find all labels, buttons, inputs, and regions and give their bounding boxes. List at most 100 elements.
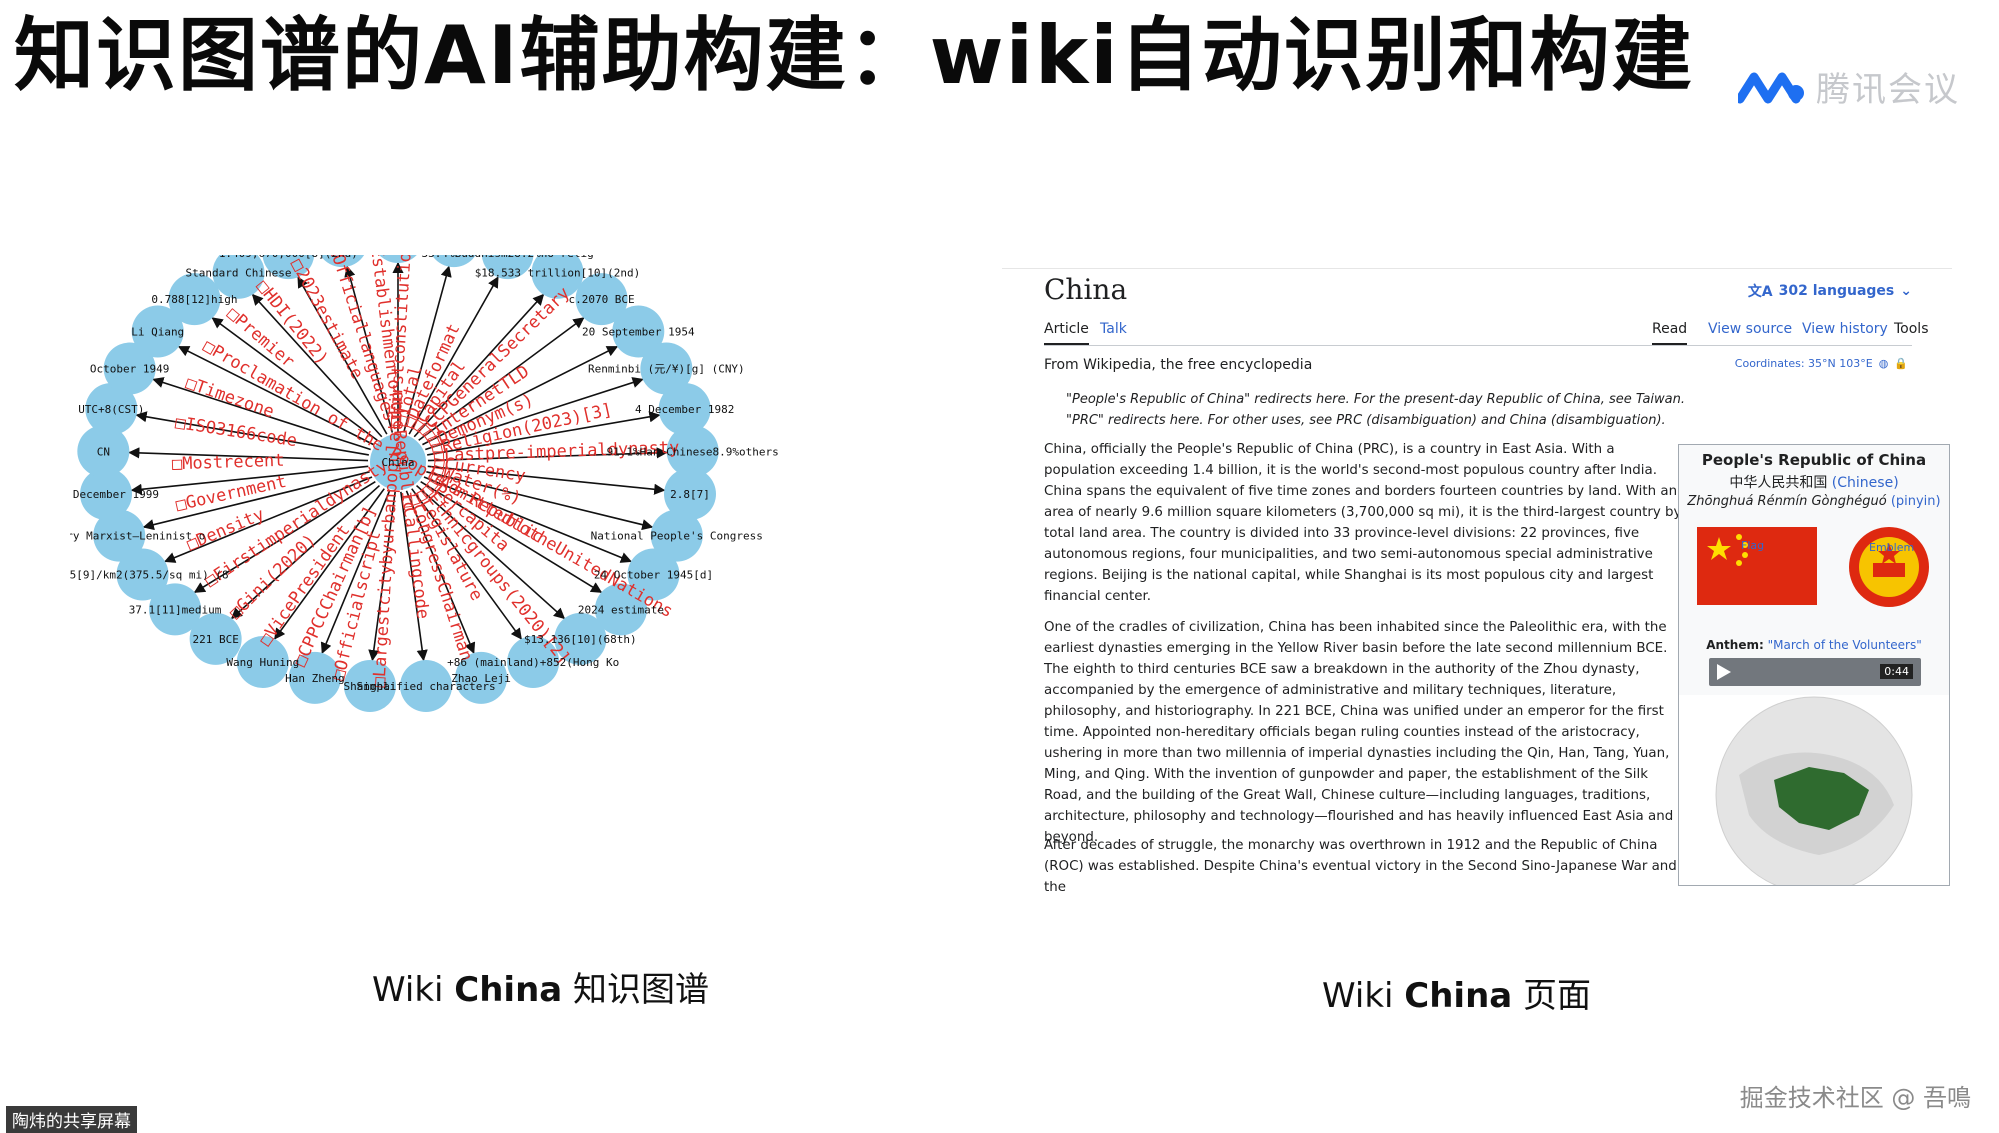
wiki-tagline: From Wikipedia, the free encyclopedia — [1044, 357, 1313, 373]
graph-edge — [423, 476, 632, 563]
tab-read[interactable]: Read — [1652, 321, 1688, 345]
audio-duration: 0:44 — [1880, 664, 1913, 679]
play-icon[interactable] — [1717, 664, 1731, 680]
intro-paragraph: China, officially the People's Republic … — [1044, 442, 1682, 604]
graph-node — [288, 651, 341, 704]
graph-node-label: National People's Congress — [591, 530, 763, 543]
tab-talk[interactable]: Talk — [1100, 321, 1127, 337]
graph-node-label: c.2070 BCE — [568, 293, 634, 306]
translate-icon: 文A — [1747, 284, 1773, 300]
audio-player[interactable]: 0:44 — [1709, 658, 1921, 686]
caption-bold: China — [454, 970, 563, 1010]
slide-title: 知识图谱的AI辅助构建：wiki自动识别和构建 — [14, 9, 1694, 102]
graph-node-label: October 1949 — [90, 363, 169, 376]
graph-node — [640, 342, 693, 395]
wiki-header: China 文A 302 languages ⌄ — [1044, 273, 1952, 313]
tab-tools[interactable]: Tools — [1894, 321, 1929, 337]
graph-edge — [422, 345, 619, 446]
graph-node-label: 33.4%Buddhism28.2%no relig — [422, 255, 594, 260]
graph-node — [189, 612, 242, 665]
wiki-title: China — [1044, 273, 1128, 306]
graph-node-label: Standard Chinese — [186, 267, 292, 280]
graph-edge — [408, 276, 499, 435]
graph-edge — [128, 447, 369, 462]
graph-node — [455, 651, 508, 704]
anthem-label: Anthem: — [1706, 638, 1764, 652]
graph-edge — [413, 293, 545, 438]
graph-node — [554, 612, 607, 665]
graph-edge — [230, 484, 380, 620]
graph-node-label: 0.788[12]high — [151, 293, 237, 306]
graph-node — [666, 425, 719, 478]
tab-article[interactable]: Article — [1044, 321, 1089, 345]
graph-node-label: Zhao Leji — [451, 672, 511, 685]
graph-node — [168, 273, 221, 326]
language-count: 302 languages — [1778, 283, 1895, 299]
graph-node — [627, 548, 680, 601]
pinyin-link[interactable]: (pinyin) — [1890, 494, 1941, 509]
coordinates-text: Coordinates: 35°N 103°E — [1734, 357, 1873, 370]
graph-node-label: 24 October 1945[d] — [594, 569, 713, 582]
graph-node-label: $18.533 trillion[10](2nd) — [475, 267, 641, 280]
graph-edge — [405, 490, 476, 654]
graph-node — [481, 255, 534, 280]
graph-edge — [427, 447, 668, 462]
graph-node — [431, 255, 476, 268]
graph-node-label: Han Zheng — [285, 672, 345, 685]
graph-node-label: Unitary Marxist–Leninist o — [70, 530, 205, 543]
tab-view-source[interactable]: View source — [1708, 321, 1793, 337]
anthem-link[interactable]: "March of the Volunteers" — [1767, 638, 1922, 652]
graph-edge — [130, 465, 369, 495]
graph-node-label: 221 BCE — [192, 633, 238, 646]
coordinates[interactable]: Coordinates: 35°N 103°E ◍ 🔒 — [1735, 357, 1908, 370]
graph-node — [343, 659, 396, 712]
flag-caption[interactable]: Flag — [1741, 539, 1765, 552]
graph-node — [77, 425, 130, 478]
location-map[interactable] — [1679, 695, 1949, 885]
watermark: 掘金技术社区 @ 吾鳴 — [1739, 1084, 1971, 1112]
graph-node-label: UTC+8(CST) — [78, 403, 144, 416]
graph-node — [320, 255, 365, 268]
tencent-meeting-icon — [1738, 72, 1804, 103]
emblem-image[interactable] — [1849, 527, 1929, 607]
graph-edge — [402, 265, 452, 433]
language-button[interactable]: 文A 302 languages ⌄ — [1748, 281, 1912, 301]
graph-edge-label: □Government — [174, 472, 288, 516]
flag-image[interactable] — [1697, 527, 1817, 605]
graph-node — [80, 468, 133, 521]
emblem-caption[interactable]: Emblem — [1869, 541, 1915, 554]
graph-node-label: Wang Huning — [226, 656, 299, 669]
graph-node — [85, 382, 138, 435]
graph-edge — [193, 480, 376, 593]
wiki-tabs: Article Talk Read View source View histo… — [1044, 315, 1929, 346]
graph-edge — [320, 490, 391, 654]
hatnote-prc: "PRC" redirects here. For other uses, se… — [1066, 413, 1666, 428]
anthem: Anthem: "March of the Volunteers" — [1679, 638, 1949, 652]
native-lang-link[interactable]: (Chinese) — [1831, 475, 1899, 491]
graph-node-label: 37.1[11]medium — [129, 603, 222, 616]
graph-edge — [211, 317, 378, 441]
history-paragraph: One of the cradles of civilization, Chin… — [1044, 620, 1674, 845]
infobox-title: People's Republic of China — [1701, 451, 1927, 469]
graph-node — [612, 305, 665, 358]
graph-node — [663, 468, 716, 521]
native-name: 中华人民共和国 — [1729, 475, 1828, 491]
graph-node-label: 145[9]/km2(375.5/sq mi) (8 — [70, 569, 229, 582]
graph-node — [400, 659, 453, 712]
tab-view-history[interactable]: View history — [1802, 321, 1888, 337]
graph-node — [212, 255, 265, 299]
graph-edge — [344, 265, 394, 433]
graph-edge — [427, 465, 666, 495]
graph-caption: Wiki China 知识图谱 — [372, 962, 709, 1011]
graph-node — [658, 382, 711, 435]
graph-center-label: China — [381, 456, 414, 469]
graph-node-label: $13.136[10](68th) — [524, 633, 637, 646]
graph-node-label: 4 December 1982 — [635, 403, 734, 416]
graph-center-node — [370, 434, 426, 490]
china-highlight — [1774, 767, 1869, 830]
graph-edge — [152, 377, 371, 451]
graph-node-label: Shanghai — [343, 680, 396, 693]
meeting-logo: 腾讯会议 — [1738, 62, 1960, 111]
infobox-images — [1697, 527, 1929, 607]
graph-node — [507, 635, 560, 688]
